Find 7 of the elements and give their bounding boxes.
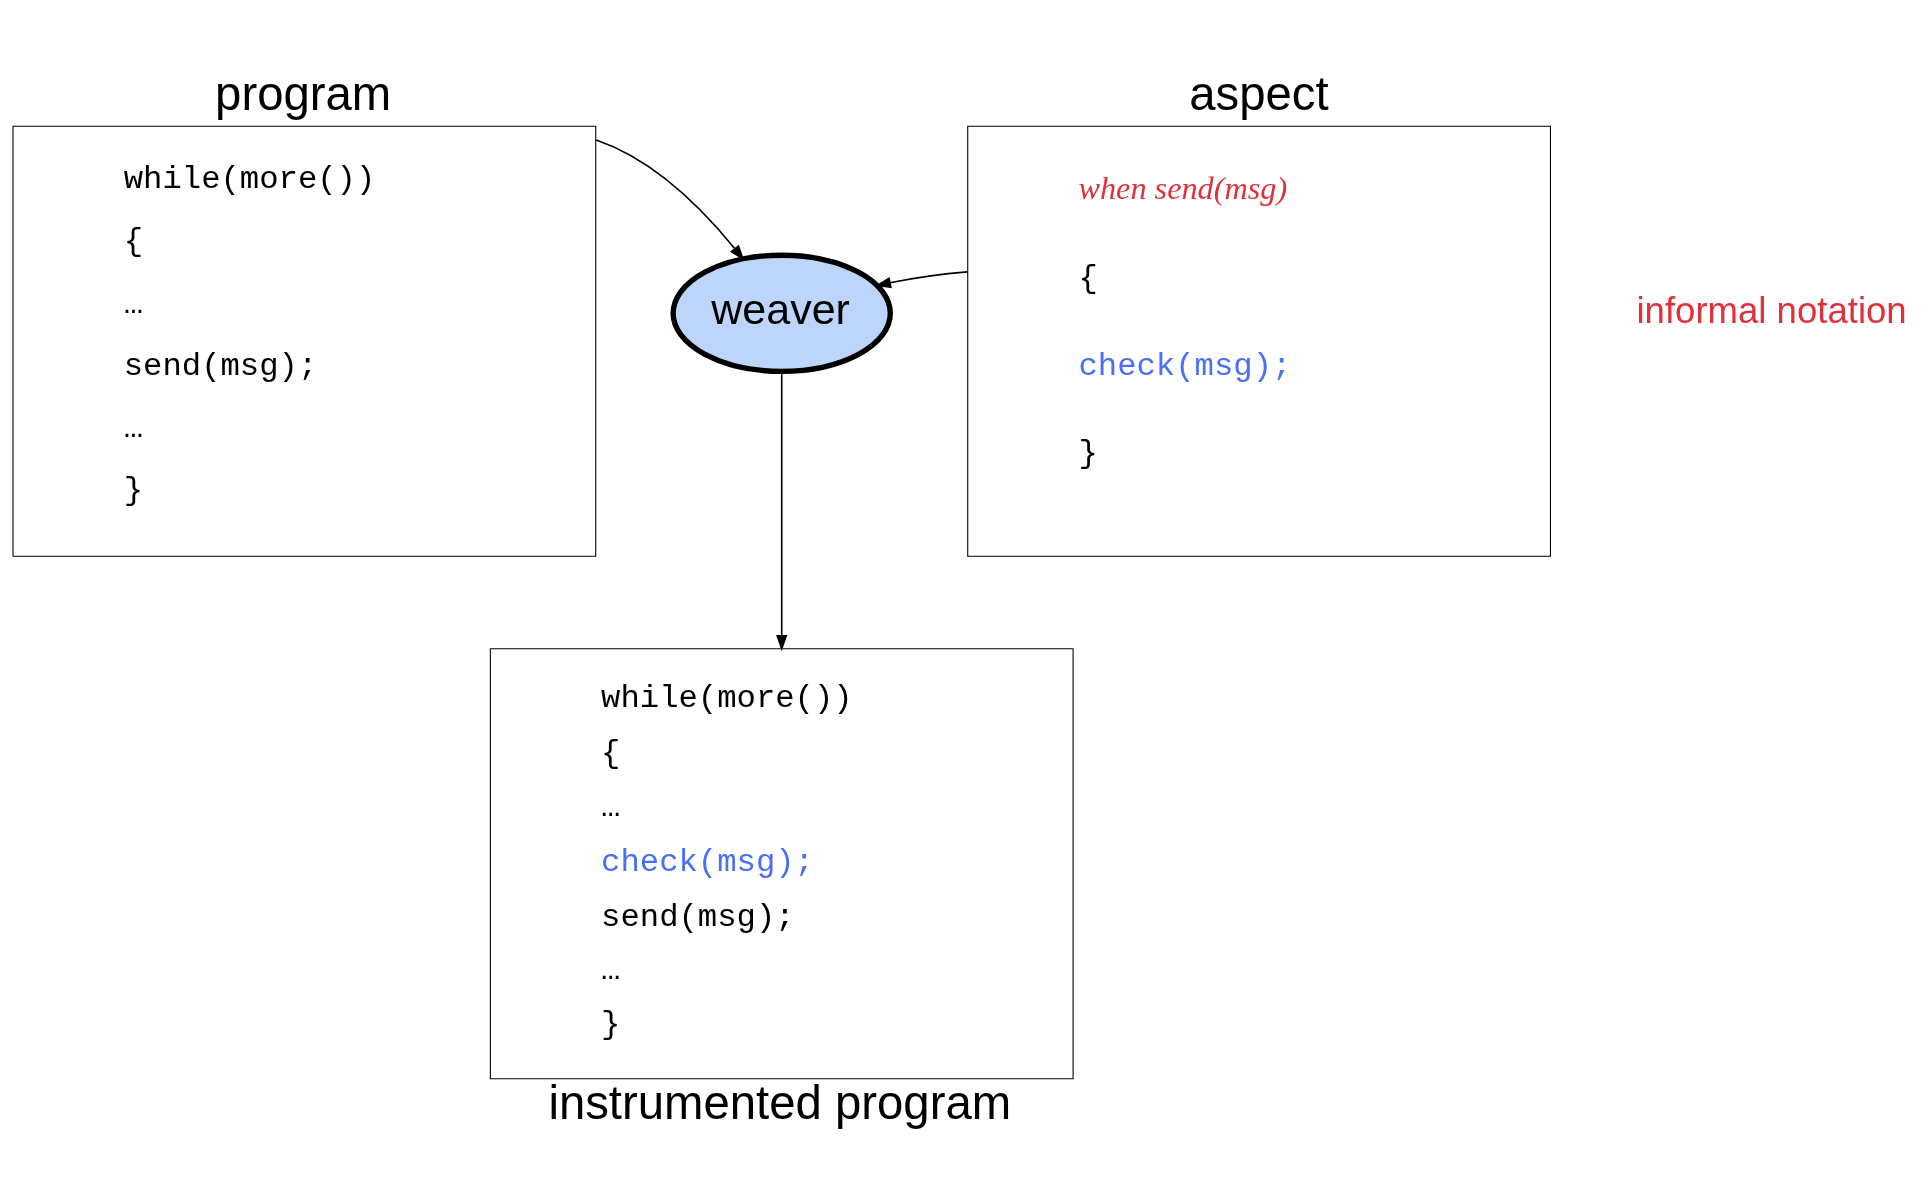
node-label: aspect <box>1189 66 1329 120</box>
node-box: while(more()) { … send(msg); … } <box>12 125 597 557</box>
node-label: informal notation <box>1636 289 1907 331</box>
node-box: while(more()) { … check(msg); send(msg); … } <box>489 647 1074 1079</box>
node-label: program <box>215 66 392 120</box>
node-box: when send(msg) { check(msg); } <box>967 125 1551 557</box>
arrow <box>595 138 745 261</box>
